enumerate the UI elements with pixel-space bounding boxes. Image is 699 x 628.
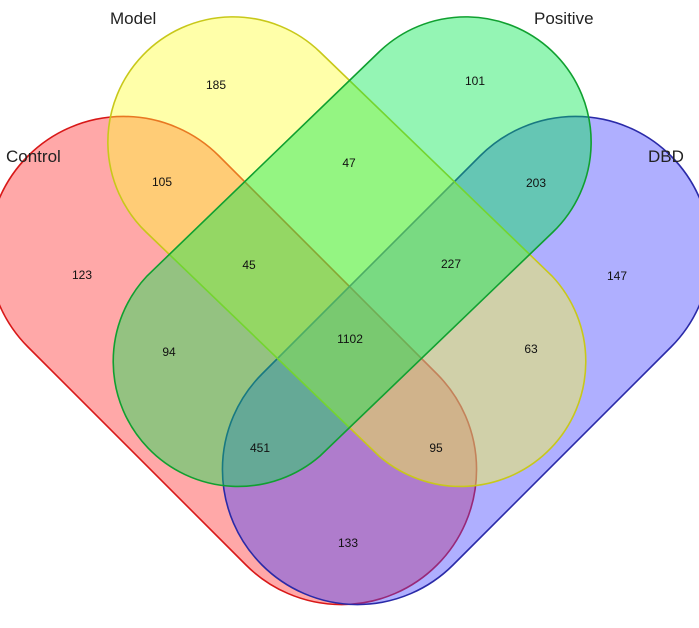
region-count-control-model: 105 [152, 175, 172, 189]
region-count-control-positive: 94 [162, 345, 176, 359]
set-label-model: Model [110, 9, 156, 28]
region-count-model-positive-dbd: 227 [441, 257, 461, 271]
set-shape-control [0, 115, 478, 606]
region-count-dbd-only: 147 [607, 269, 627, 283]
region-count-model-dbd: 63 [524, 342, 538, 356]
set-shape-dbd [221, 115, 699, 606]
region-count-control-model-positive: 45 [242, 258, 256, 272]
set-shape-positive [112, 16, 592, 488]
region-counts: 123 185 101 147 105 47 203 45 227 94 110… [72, 74, 627, 550]
region-count-control-only: 123 [72, 268, 92, 282]
region-count-all-four: 1102 [337, 332, 363, 346]
venn-shapes [0, 16, 699, 606]
region-count-control-model-dbd: 95 [429, 441, 443, 455]
region-count-positive-dbd: 203 [526, 176, 546, 190]
region-count-model-positive: 47 [342, 156, 356, 170]
set-label-control: Control [6, 147, 61, 166]
region-count-model-only: 185 [206, 78, 226, 92]
region-count-control-dbd: 133 [338, 536, 358, 550]
set-label-positive: Positive [534, 9, 594, 28]
set-shape-model [107, 16, 587, 488]
set-label-dbd: DBD [648, 147, 684, 166]
region-count-positive-only: 101 [465, 74, 485, 88]
region-count-control-positive-dbd: 451 [250, 441, 270, 455]
set-labels: Model Positive Control DBD [6, 9, 684, 166]
